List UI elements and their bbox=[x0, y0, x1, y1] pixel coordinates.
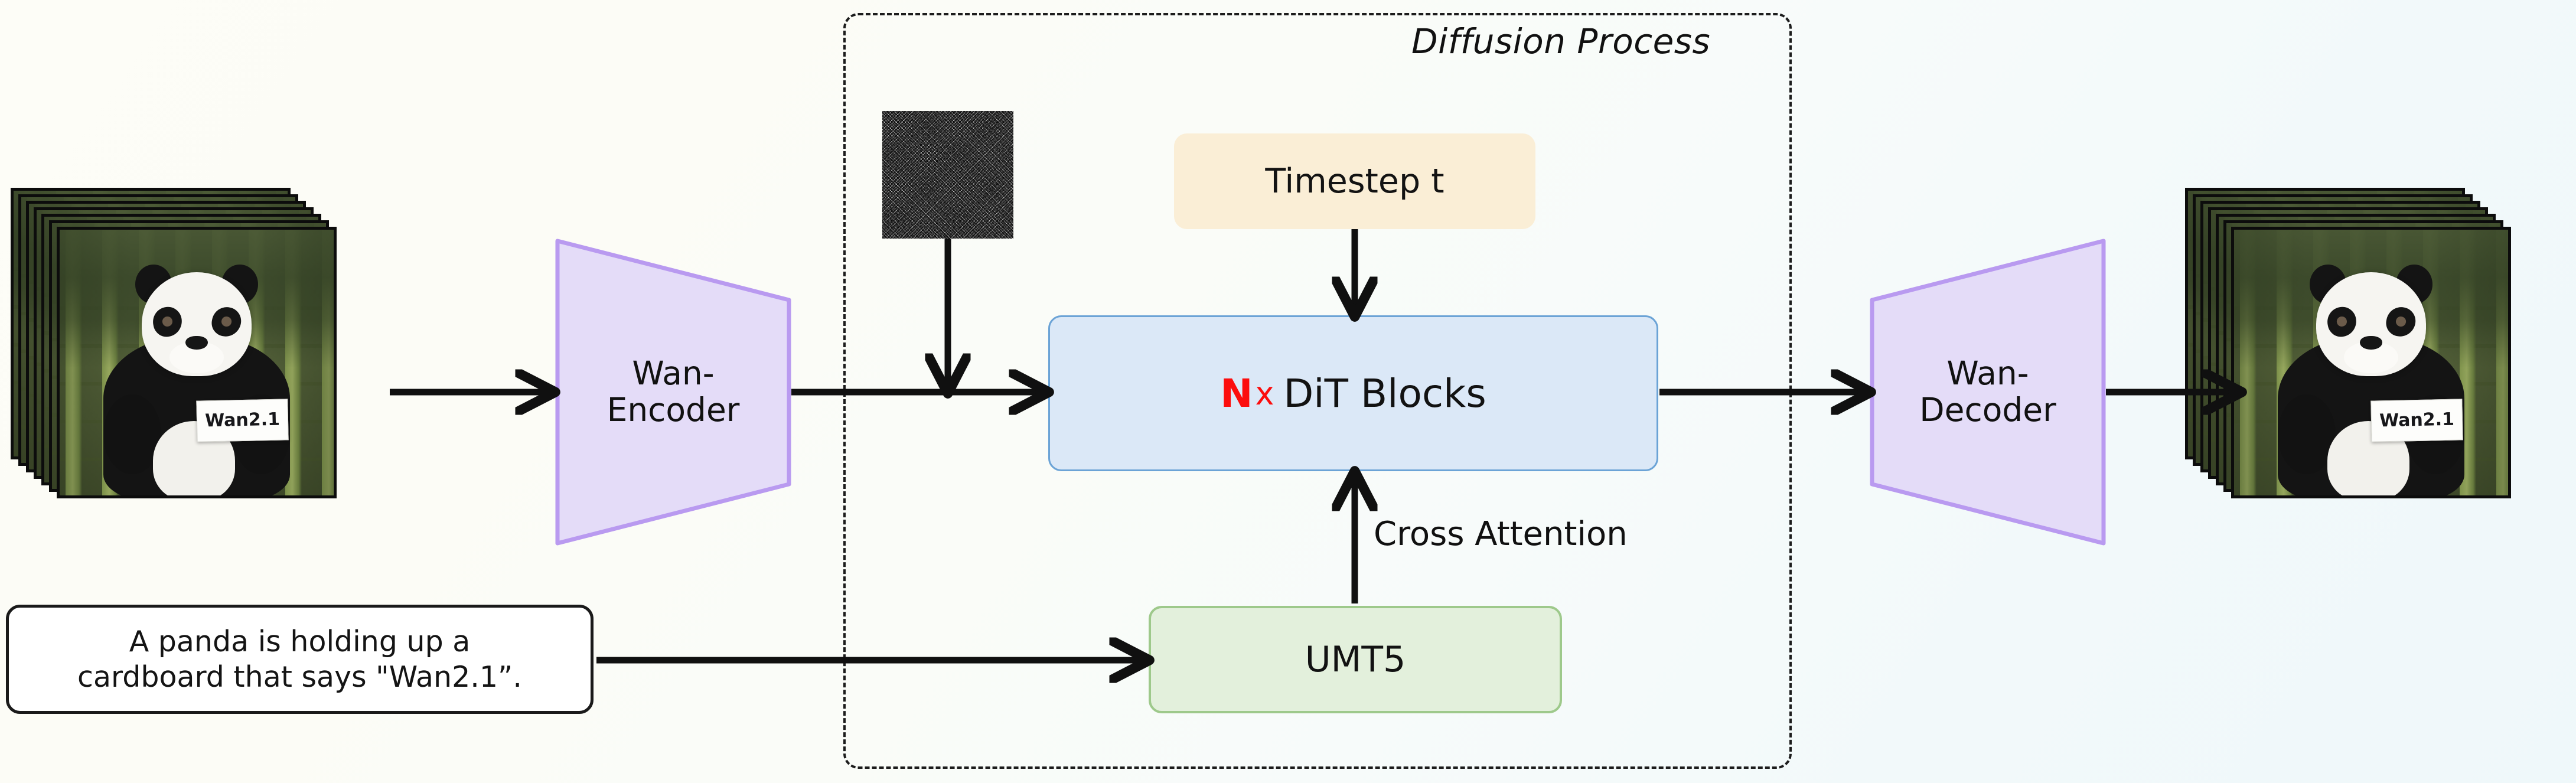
umt5-node[interactable]: UMT5 bbox=[1149, 606, 1562, 713]
panda-sign: Wan2.1 bbox=[2370, 399, 2463, 442]
dit-blocks-count-n: N bbox=[1220, 370, 1253, 416]
output-video-frames: Wan2.1 bbox=[2185, 188, 2569, 553]
panda-sign-text: Wan2.1 bbox=[204, 409, 281, 432]
panda-nose bbox=[185, 336, 208, 350]
timestep-node[interactable]: Timestep t bbox=[1174, 133, 1535, 229]
dit-blocks-node[interactable]: N x DiT Blocks bbox=[1048, 315, 1658, 471]
dit-blocks-multiply-x: x bbox=[1255, 374, 1274, 412]
wan-encoder-node[interactable]: Wan- Encoder bbox=[555, 239, 791, 546]
timestep-label: Timestep t bbox=[1265, 162, 1444, 201]
input-video-frames: Wan2.1 bbox=[11, 188, 389, 553]
panda-sign-text: Wan2.1 bbox=[2379, 409, 2455, 432]
text-prompt-content: A panda is holding up a cardboard that s… bbox=[77, 624, 522, 695]
cross-attention-label: Cross Attention bbox=[1374, 515, 1628, 553]
wan-decoder-node[interactable]: Wan- Decoder bbox=[1870, 239, 2106, 546]
video-frame-front: Wan2.1 bbox=[2231, 227, 2511, 498]
gaussian-noise-latent-icon bbox=[882, 111, 1013, 239]
panda-sign: Wan2.1 bbox=[196, 399, 289, 442]
text-prompt-line2: cardboard that says "Wan2.1”. bbox=[77, 660, 522, 694]
panda-nose bbox=[2360, 336, 2382, 350]
panda-arm-left bbox=[2278, 394, 2336, 474]
wan-encoder-shape bbox=[555, 239, 791, 546]
wan-decoder-shape bbox=[1870, 239, 2106, 546]
diffusion-process-label: Diffusion Process bbox=[1411, 21, 1711, 61]
text-prompt-line1: A panda is holding up a bbox=[129, 624, 471, 658]
text-prompt-box[interactable]: A panda is holding up a cardboard that s… bbox=[6, 605, 594, 714]
umt5-label: UMT5 bbox=[1305, 639, 1406, 680]
video-frame-front: Wan2.1 bbox=[57, 227, 337, 498]
dit-blocks-label: DiT Blocks bbox=[1283, 370, 1486, 416]
panda-arm-left bbox=[103, 394, 161, 474]
